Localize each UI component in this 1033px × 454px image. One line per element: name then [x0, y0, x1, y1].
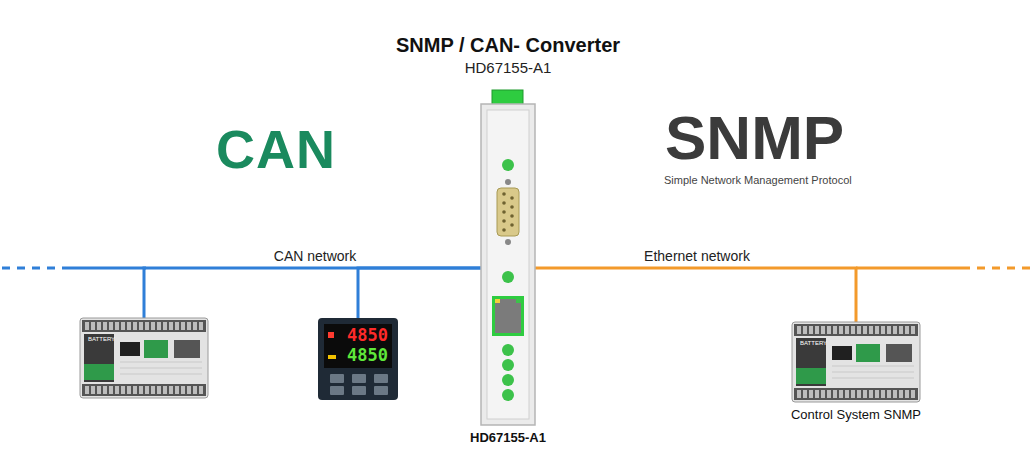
plc-device-drawing — [80, 318, 208, 398]
controller-button — [330, 374, 344, 383]
snmp-logo: SNMP — [665, 102, 844, 173]
display-value: 4850 — [347, 325, 388, 345]
terminal-block — [856, 344, 880, 362]
diagram-title: SNMP / CAN- Converter — [396, 34, 620, 57]
network-label: CAN network — [272, 248, 358, 264]
temperature-controller: 48504850 — [318, 318, 398, 400]
network-connector — [358, 268, 481, 318]
controller-button — [352, 374, 366, 383]
controller-button — [374, 386, 388, 395]
led — [502, 359, 514, 371]
terminal-block — [144, 340, 168, 358]
ethernet-line — [856, 267, 962, 270]
db9-port — [497, 188, 519, 236]
rj45-frame — [492, 296, 524, 336]
led — [502, 344, 514, 356]
plc-display — [120, 342, 140, 356]
model-subtitle: HD67155-A1 — [465, 59, 552, 76]
terminal-block — [84, 364, 114, 380]
terminal-row — [794, 324, 918, 336]
controller-button — [374, 374, 388, 383]
terminal-row — [794, 388, 918, 400]
converter-device: HD67155-A1 — [481, 100, 535, 425]
converter-device-drawing — [481, 100, 535, 425]
plc-device: BATTERY — [80, 318, 208, 398]
terminal-block — [796, 368, 826, 384]
converter-housing — [481, 104, 535, 425]
port — [174, 340, 200, 358]
network-connector — [535, 268, 856, 322]
device-label: Control System SNMP — [791, 407, 921, 422]
controller-button — [330, 386, 344, 395]
battery-label: BATTERY — [88, 336, 115, 342]
plc-body — [80, 318, 208, 398]
snmp-control-system: BATTERYControl System SNMP — [792, 322, 920, 402]
port — [886, 344, 912, 362]
battery-label: BATTERY — [800, 340, 827, 346]
device-label: HD67155-A1 — [470, 430, 546, 445]
plc-display — [832, 346, 852, 360]
can-bus-extension — [2, 267, 70, 270]
terminal-row — [82, 320, 206, 332]
display-value: 4850 — [347, 345, 388, 365]
led — [502, 271, 514, 283]
snmp-subtitle: Simple Network Management Protocol — [664, 174, 852, 186]
can-logo: CAN — [216, 118, 336, 180]
controller-display — [324, 324, 392, 368]
can-bus-line — [70, 267, 146, 270]
snmp-control-system-drawing — [792, 322, 920, 402]
led — [502, 389, 514, 401]
network-connector — [144, 268, 481, 318]
controller-button — [352, 386, 366, 395]
led — [502, 374, 514, 386]
ethernet-extension — [962, 267, 1031, 270]
rj45-port — [495, 299, 521, 333]
network-label: Ethernet network — [642, 248, 752, 264]
terminal-row — [82, 384, 206, 396]
controller-body — [318, 318, 398, 400]
led — [502, 159, 514, 171]
plc-body — [792, 322, 920, 402]
